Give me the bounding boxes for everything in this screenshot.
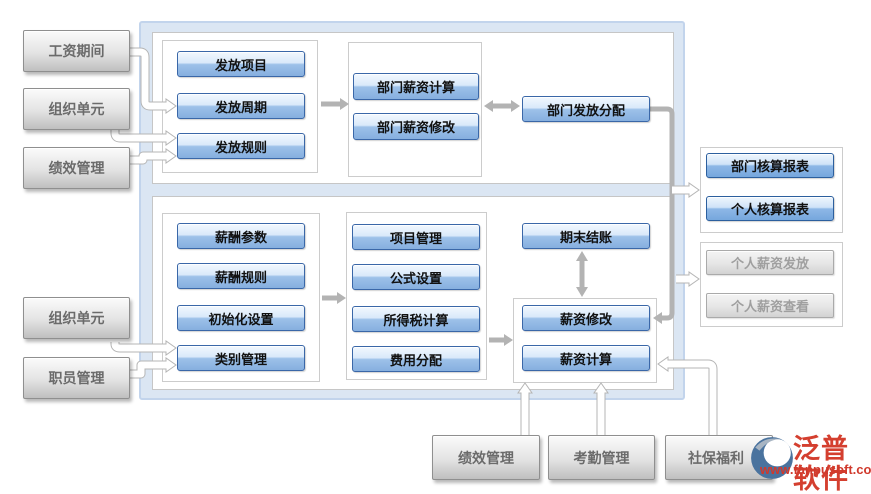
node-salary-period: 工资期间: [23, 30, 130, 72]
node-period-end-close: 期末结账: [522, 223, 650, 249]
node-perf-mgmt-left: 绩效管理: [23, 147, 130, 189]
node-category-mgmt: 类别管理: [177, 345, 305, 371]
node-issue-item: 发放项目: [177, 51, 305, 77]
node-org-unit-bottom: 组织单元: [23, 297, 130, 339]
node-personal-salary-issue: 个人薪资发放: [706, 250, 834, 275]
node-salary-modify: 薪资修改: [522, 305, 650, 331]
node-dept-report: 部门核算报表: [706, 153, 834, 178]
node-staff-mgmt: 职员管理: [23, 357, 130, 399]
node-expense-alloc: 费用分配: [352, 346, 480, 372]
node-salary-rule: 薪酬规则: [177, 263, 305, 289]
node-salary-calc: 薪资计算: [522, 345, 650, 371]
node-income-tax-calc: 所得税计算: [352, 306, 480, 332]
fanpu-logo-icon: [751, 437, 793, 479]
node-perf-mgmt-bottom: 绩效管理: [432, 435, 540, 480]
fanpu-logo[interactable]: [749, 433, 871, 481]
node-org-unit-top: 组织单元: [23, 88, 130, 130]
node-personal-salary-view: 个人薪资查看: [706, 293, 834, 318]
node-dept-salary-modify: 部门薪资修改: [353, 113, 479, 140]
fanpu-logo-website[interactable]: www.fanpusoft.com: [760, 462, 871, 477]
node-attendance-mgmt: 考勤管理: [548, 435, 655, 480]
node-personal-report: 个人核算报表: [706, 196, 834, 221]
node-formula-setting: 公式设置: [352, 264, 480, 290]
node-issue-cycle: 发放周期: [177, 93, 305, 119]
node-salary-param: 薪酬参数: [177, 223, 305, 249]
node-dept-issue-alloc: 部门发放分配: [522, 96, 650, 122]
node-issue-rule: 发放规则: [177, 133, 305, 159]
node-project-mgmt: 项目管理: [352, 224, 480, 250]
node-init-setting: 初始化设置: [177, 305, 305, 331]
dept-salary-group: [348, 42, 482, 177]
node-dept-salary-calc: 部门薪资计算: [353, 73, 479, 100]
